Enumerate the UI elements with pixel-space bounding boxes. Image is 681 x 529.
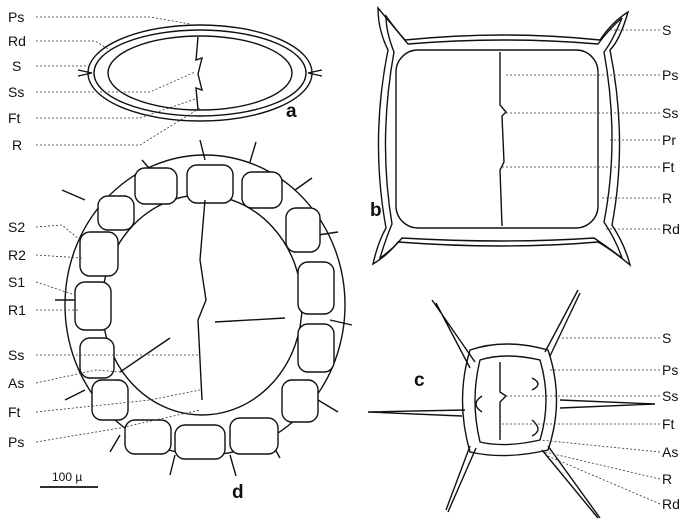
label-b-ft: Ft (662, 159, 675, 175)
leaders-b (502, 30, 660, 229)
label-d-r1: R1 (8, 302, 26, 318)
label-c-as: As (662, 444, 678, 460)
label-d-ps: Ps (8, 434, 24, 450)
inner-wall-c (475, 356, 546, 445)
label-b-ps: Ps (662, 67, 678, 83)
spines-a (78, 70, 322, 76)
leaders-c (502, 338, 660, 504)
label-c-r: R (662, 471, 672, 487)
panel-label-d: d (232, 482, 244, 503)
label-d-s1: S1 (8, 274, 25, 290)
label-a-ft: Ft (8, 110, 21, 126)
inner-wall-a (108, 36, 292, 110)
label-a-r: R (12, 137, 22, 153)
outer-wall-a (88, 25, 312, 121)
lobes-c (476, 378, 538, 436)
scale-bar-label: 100 µ (52, 470, 82, 484)
label-c-ft: Ft (662, 416, 675, 432)
specimen-d (55, 140, 352, 476)
panel-label-c: c (414, 370, 425, 391)
label-b-ss: Ss (662, 105, 678, 121)
outer-wall-c (463, 344, 557, 456)
label-c-s: S (662, 330, 671, 346)
panel-label-a: a (286, 101, 297, 122)
label-d-s2: S2 (8, 219, 25, 235)
label-a-ss: Ss (8, 84, 24, 100)
ring-a (94, 30, 306, 116)
leaders-a (36, 17, 200, 145)
septum-b (500, 52, 506, 226)
septum-c (500, 362, 506, 440)
label-c-ss: Ss (662, 388, 678, 404)
label-b-r: R (662, 190, 672, 206)
panel-label-b: b (370, 200, 382, 221)
spicules-d (120, 318, 285, 372)
label-b-rd: Rd (662, 221, 680, 237)
label-a-rd: Rd (8, 33, 26, 49)
label-d-as: As (8, 375, 24, 391)
label-b-s: S (662, 22, 671, 38)
label-b-pr: Pr (662, 132, 676, 148)
specimen-b (373, 8, 630, 265)
label-a-ps: Ps (8, 9, 24, 25)
label-d-ss: Ss (8, 347, 24, 363)
septum-d (198, 200, 206, 400)
inner-wall-b (396, 50, 598, 228)
label-d-r2: R2 (8, 247, 26, 263)
label-c-rd: Rd (662, 496, 680, 512)
label-a-s: S (12, 58, 21, 74)
label-c-ps: Ps (662, 362, 678, 378)
label-d-ft: Ft (8, 404, 21, 420)
septum-a (196, 37, 202, 110)
